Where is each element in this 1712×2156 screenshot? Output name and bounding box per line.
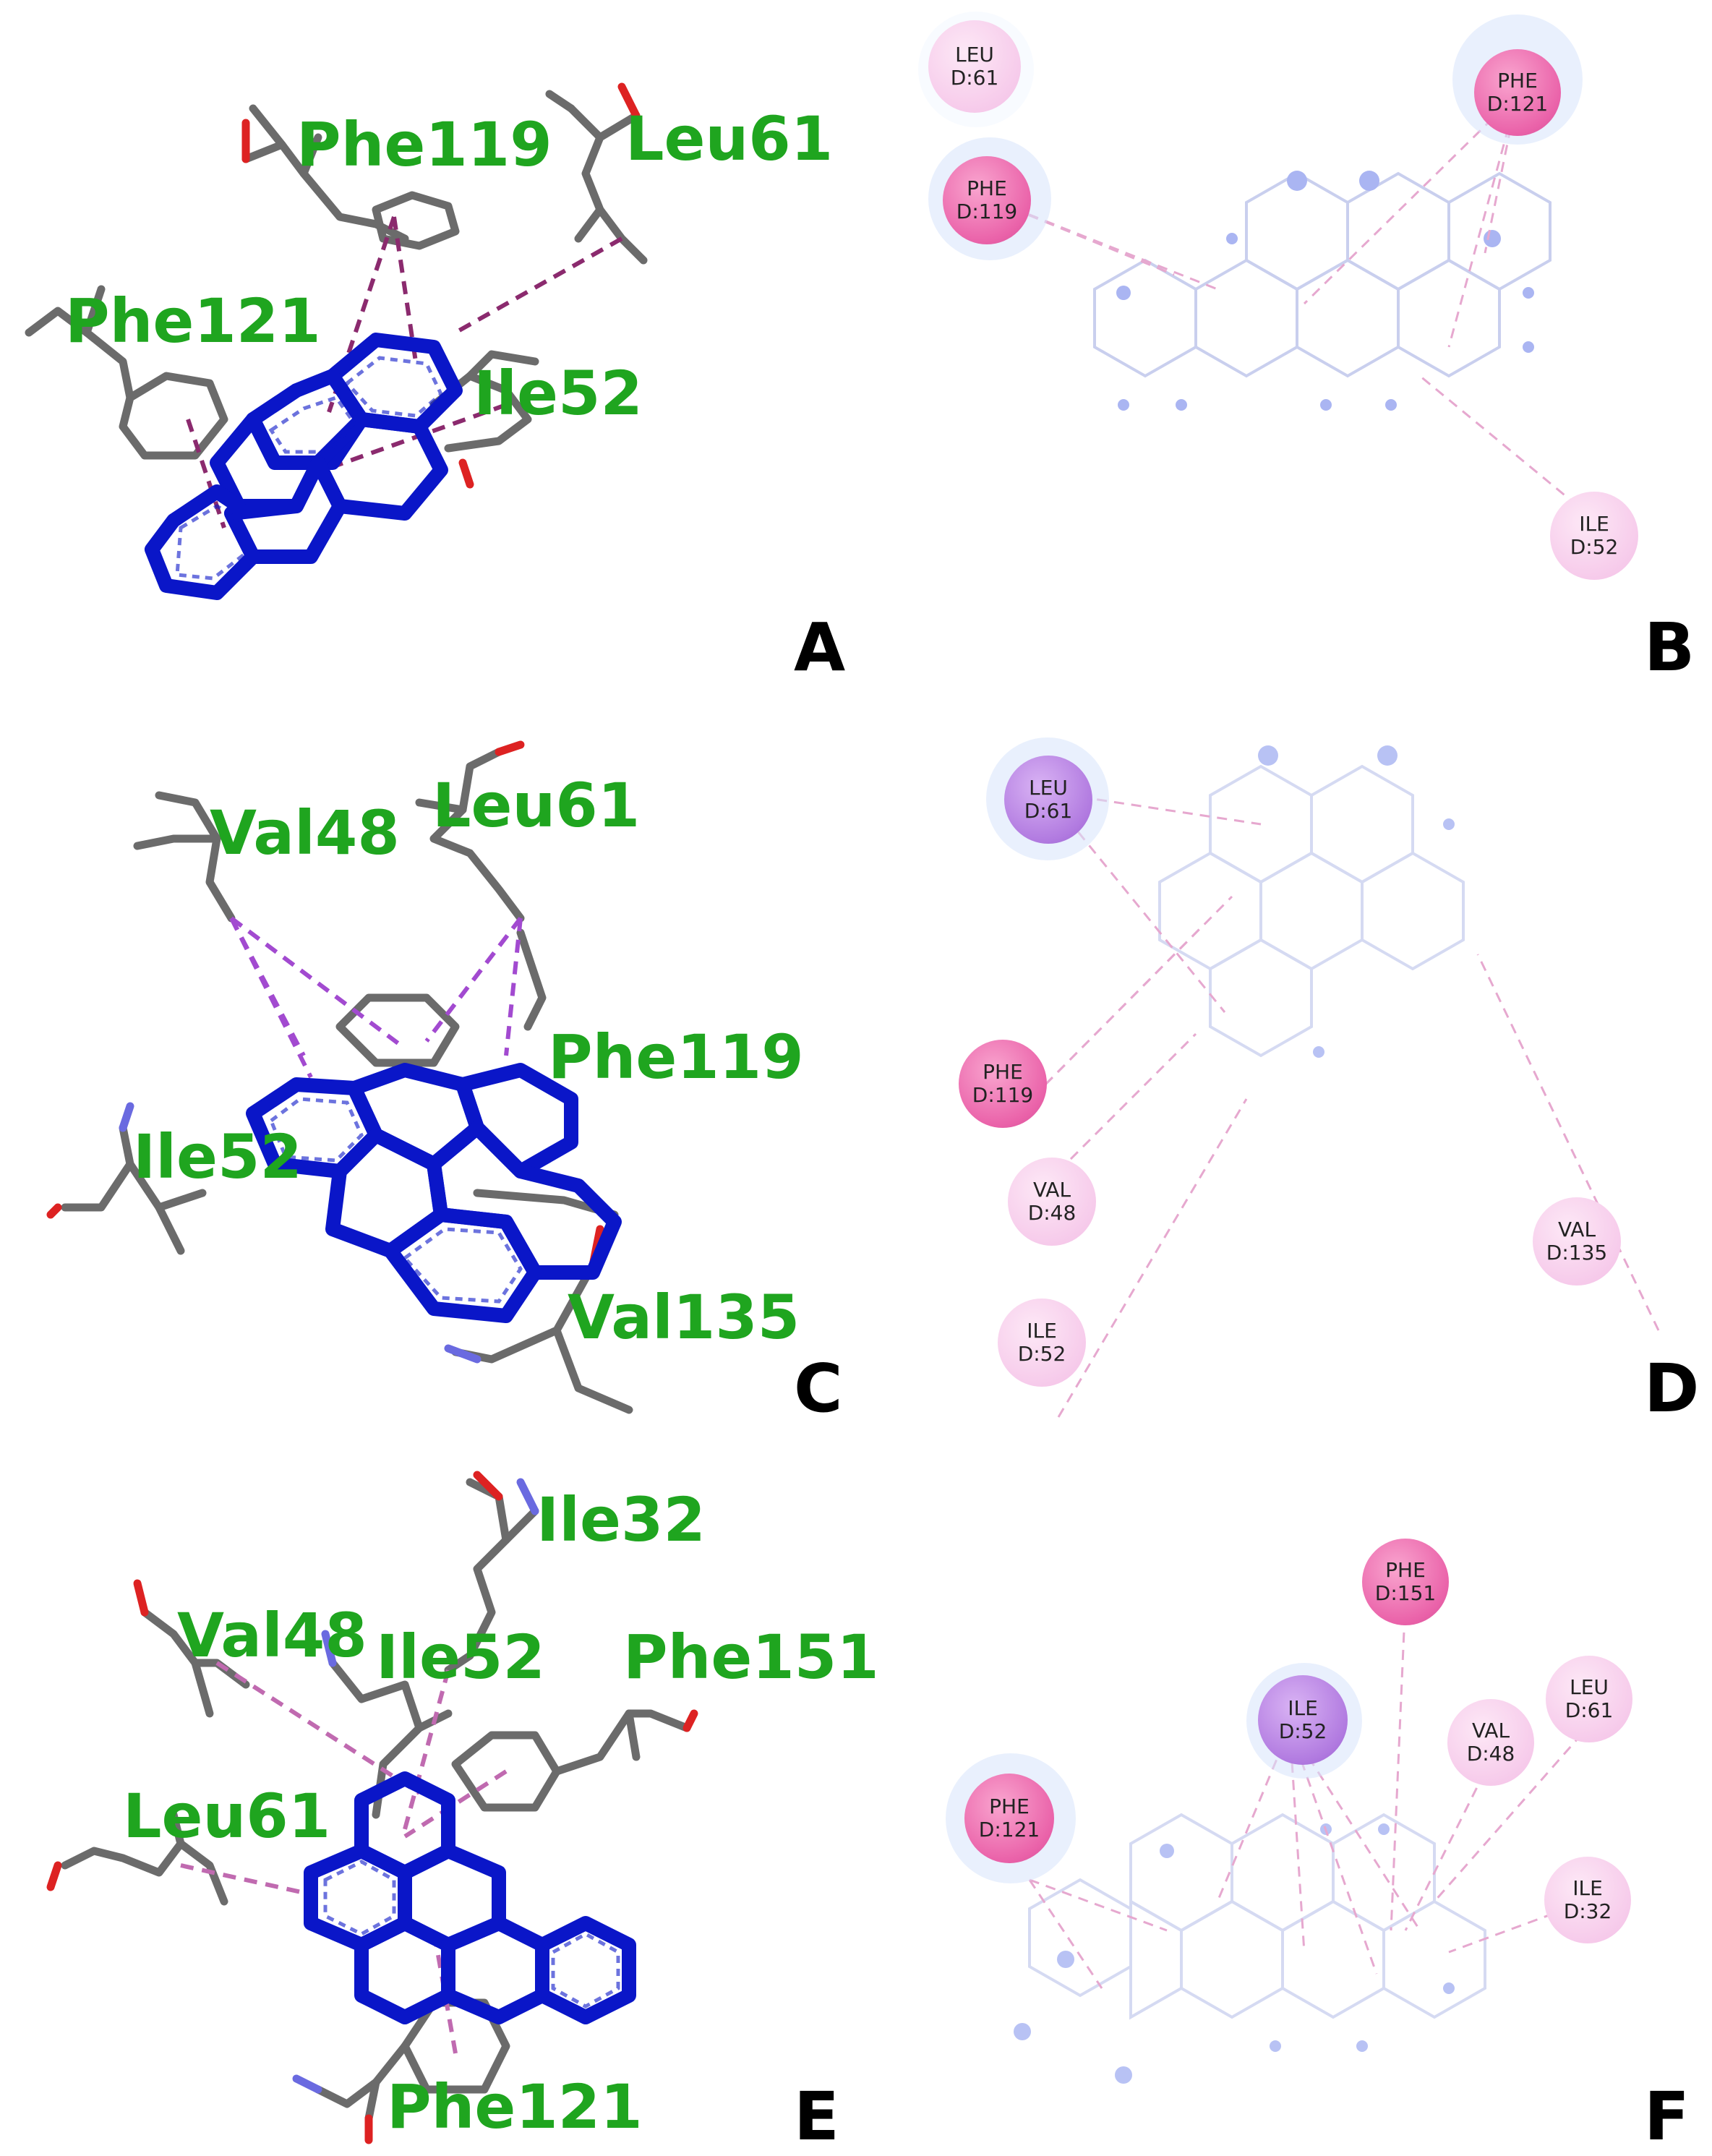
- node-id: D:52: [1017, 1342, 1066, 1366]
- residue-label-ile52: Ile52: [376, 1622, 545, 1693]
- panel-d: LEU D:61 PHE D:119 VAL D:48 VAL D:135 IL…: [856, 694, 1712, 1424]
- residue-label-ile52: Ile52: [133, 1121, 302, 1192]
- panel-c: Val48 Leu61 Phe119 Ile52 Val135 C: [0, 694, 856, 1424]
- node-res: PHE: [1497, 68, 1538, 93]
- node-res: ILE: [1572, 1875, 1603, 1900]
- residue-label-leu61: Leu61: [625, 103, 834, 174]
- node-ile-52: ILE D:52: [1550, 492, 1638, 580]
- node-res: VAL: [1557, 1217, 1596, 1241]
- panel-f: PHE D:151 ILE D:52 LEU D:61 VAL D:48 PHE…: [856, 1424, 1712, 2156]
- node-ile-52: ILE D:52: [1258, 1675, 1348, 1765]
- residue-label-ile32: Ile32: [536, 1484, 706, 1555]
- node-id: D:151: [1374, 1581, 1437, 1605]
- node-id: D:61: [1024, 799, 1073, 823]
- panel-letter-c: C: [794, 1350, 843, 1427]
- panel-b-2d-diagram: [980, 93, 1605, 529]
- panel-e-structure: [46, 1471, 698, 2144]
- node-ile-32: ILE D:32: [1544, 1857, 1631, 1943]
- node-res: PHE: [989, 1794, 1030, 1818]
- residue-label-phe121: Phe121: [387, 2071, 643, 2142]
- panel-letter-a: A: [794, 609, 846, 686]
- node-val-48: VAL D:48: [1447, 1699, 1534, 1786]
- panel-a: Phe119 Leu61 Phe121 Ile52 A: [0, 0, 856, 694]
- panel-letter-d: D: [1644, 1350, 1700, 1427]
- node-res: PHE: [1385, 1557, 1426, 1582]
- panel-b: LEU D:61 PHE D:121 PHE D:119 ILE D:52 B: [856, 0, 1712, 694]
- panel-c-structure: [46, 740, 633, 1414]
- node-id: D:119: [956, 200, 1018, 223]
- node-id: D:52: [1570, 535, 1619, 559]
- node-phe-121: PHE D:121: [964, 1774, 1054, 1863]
- node-res: PHE: [983, 1059, 1023, 1084]
- node-res: ILE: [1579, 511, 1609, 536]
- residue-label-leu61: Leu61: [123, 1781, 331, 1852]
- node-res: LEU: [1570, 1674, 1609, 1699]
- node-val-135: VAL D:135: [1533, 1197, 1621, 1286]
- residue-label-val48: Val48: [210, 797, 400, 868]
- node-id: D:52: [1278, 1719, 1327, 1743]
- residue-label-val48: Val48: [177, 1600, 367, 1671]
- panel-letter-f: F: [1644, 2078, 1690, 2155]
- panel-letter-e: E: [794, 2078, 839, 2155]
- node-id: D:61: [950, 66, 999, 90]
- node-leu-61: LEU D:61: [1546, 1656, 1632, 1742]
- residue-label-phe151: Phe151: [623, 1622, 879, 1693]
- residue-label-ile52: Ile52: [474, 358, 643, 429]
- node-phe-121: PHE D:121: [1474, 49, 1561, 136]
- node-val-48: VAL D:48: [1008, 1158, 1096, 1246]
- panel-a-structure: [25, 82, 648, 600]
- node-id: D:61: [1565, 1698, 1614, 1722]
- node-phe-119: PHE D:119: [959, 1040, 1047, 1128]
- node-res: VAL: [1032, 1177, 1071, 1202]
- node-leu-61: LEU D:61: [928, 20, 1021, 113]
- node-res: LEU: [955, 42, 994, 67]
- node-id: D:135: [1546, 1241, 1608, 1265]
- panel-letter-b: B: [1644, 609, 1695, 686]
- node-res: ILE: [1288, 1695, 1318, 1720]
- node-id: D:48: [1466, 1742, 1515, 1766]
- node-id: D:121: [978, 1818, 1040, 1841]
- residue-label-phe119: Phe119: [548, 1022, 804, 1092]
- node-id: D:121: [1486, 92, 1549, 116]
- node-res: VAL: [1471, 1718, 1510, 1742]
- residue-label-phe119: Phe119: [296, 109, 552, 180]
- node-ile-52: ILE D:52: [998, 1299, 1086, 1387]
- node-id: D:32: [1563, 1899, 1612, 1923]
- node-leu-61: LEU D:61: [1004, 756, 1092, 844]
- residue-label-val135: Val135: [568, 1282, 800, 1353]
- panel-e: Ile32 Val48 Ile52 Phe151 Leu61 Phe121 E: [0, 1424, 879, 2156]
- node-phe-119: PHE D:119: [943, 156, 1031, 244]
- node-id: D:119: [972, 1083, 1034, 1107]
- node-res: PHE: [967, 176, 1007, 200]
- node-id: D:48: [1027, 1201, 1077, 1225]
- node-res: LEU: [1029, 775, 1068, 800]
- node-res: ILE: [1027, 1318, 1057, 1343]
- residue-label-phe121: Phe121: [65, 286, 321, 356]
- residue-label-leu61: Leu61: [432, 770, 641, 841]
- node-phe-151: PHE D:151: [1362, 1539, 1449, 1625]
